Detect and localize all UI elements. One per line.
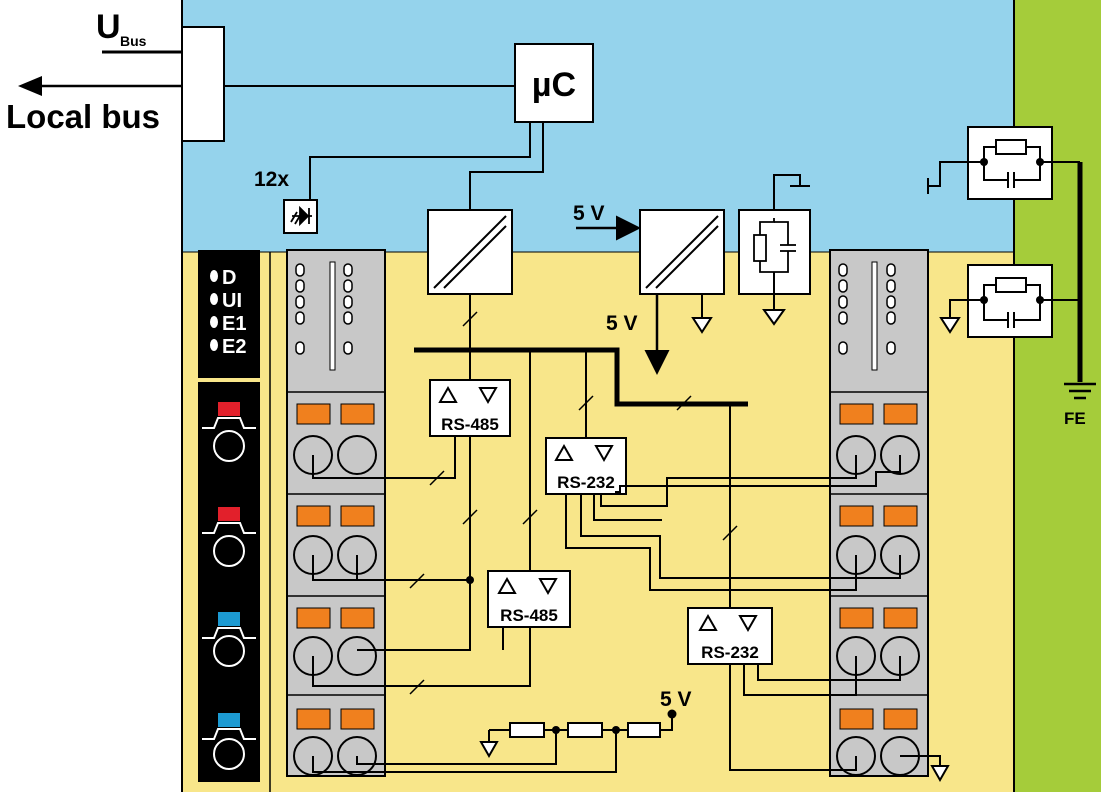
ubus-label: U bbox=[96, 8, 121, 46]
connector-slot bbox=[202, 507, 256, 567]
supply-in-label: 5 V bbox=[573, 202, 605, 225]
fe-filter-bottom bbox=[949, 264, 1080, 338]
divider-resistors bbox=[509, 722, 661, 738]
fe-filter-top bbox=[927, 126, 1080, 200]
signal-wiring bbox=[312, 350, 941, 773]
transceiver-label: RS-485 bbox=[441, 415, 499, 434]
connector-slot bbox=[202, 402, 256, 462]
rs232-transceiver-1: RS-232 bbox=[545, 437, 627, 495]
rs485-transceiver-1: RS-485 bbox=[429, 379, 511, 437]
transceiver-label: RS-232 bbox=[701, 643, 759, 662]
terminal-strip-right bbox=[829, 249, 929, 777]
led-label: E1 bbox=[222, 313, 246, 335]
ground-symbol-icon bbox=[691, 317, 713, 334]
rs232-transceiver-2: RS-232 bbox=[687, 607, 773, 665]
led-label: UI bbox=[222, 290, 242, 312]
connector-slot bbox=[202, 612, 256, 667]
led-legend: D UI E1 E2 bbox=[210, 267, 246, 358]
transceiver-label: RS-485 bbox=[500, 606, 558, 625]
ground-symbol-icon bbox=[930, 765, 950, 783]
transceiver-label: RS-232 bbox=[557, 473, 615, 492]
local-bus-arrow-left-icon bbox=[18, 76, 42, 96]
led-count-label: 12x bbox=[254, 168, 289, 191]
led-label: E2 bbox=[222, 336, 246, 358]
led-panel bbox=[198, 250, 260, 378]
fe-label: FE bbox=[1064, 409, 1086, 428]
led-label: D bbox=[222, 267, 236, 289]
logic-area bbox=[182, 0, 1014, 252]
ground-symbol-icon bbox=[939, 317, 961, 334]
local-bus-label: Local bus bbox=[6, 98, 160, 135]
terminal-strip-left bbox=[286, 249, 386, 777]
microcontroller-block bbox=[514, 43, 594, 123]
divider-supply-label: 5 V bbox=[660, 688, 692, 711]
ground-symbol-icon bbox=[762, 309, 786, 326]
earth-symbol-icon bbox=[1064, 382, 1096, 400]
connector-slot bbox=[202, 713, 256, 770]
microcontroller-label: µC bbox=[532, 66, 576, 104]
bus-markers bbox=[409, 311, 738, 695]
fe-strip bbox=[1014, 0, 1101, 792]
led-diode-icon bbox=[290, 205, 312, 227]
bus-interface-block bbox=[181, 26, 225, 142]
supply-out-label: 5 V bbox=[606, 312, 638, 335]
ubus-subscript: Bus bbox=[120, 33, 147, 49]
rs485-transceiver-2: RS-485 bbox=[487, 570, 571, 628]
